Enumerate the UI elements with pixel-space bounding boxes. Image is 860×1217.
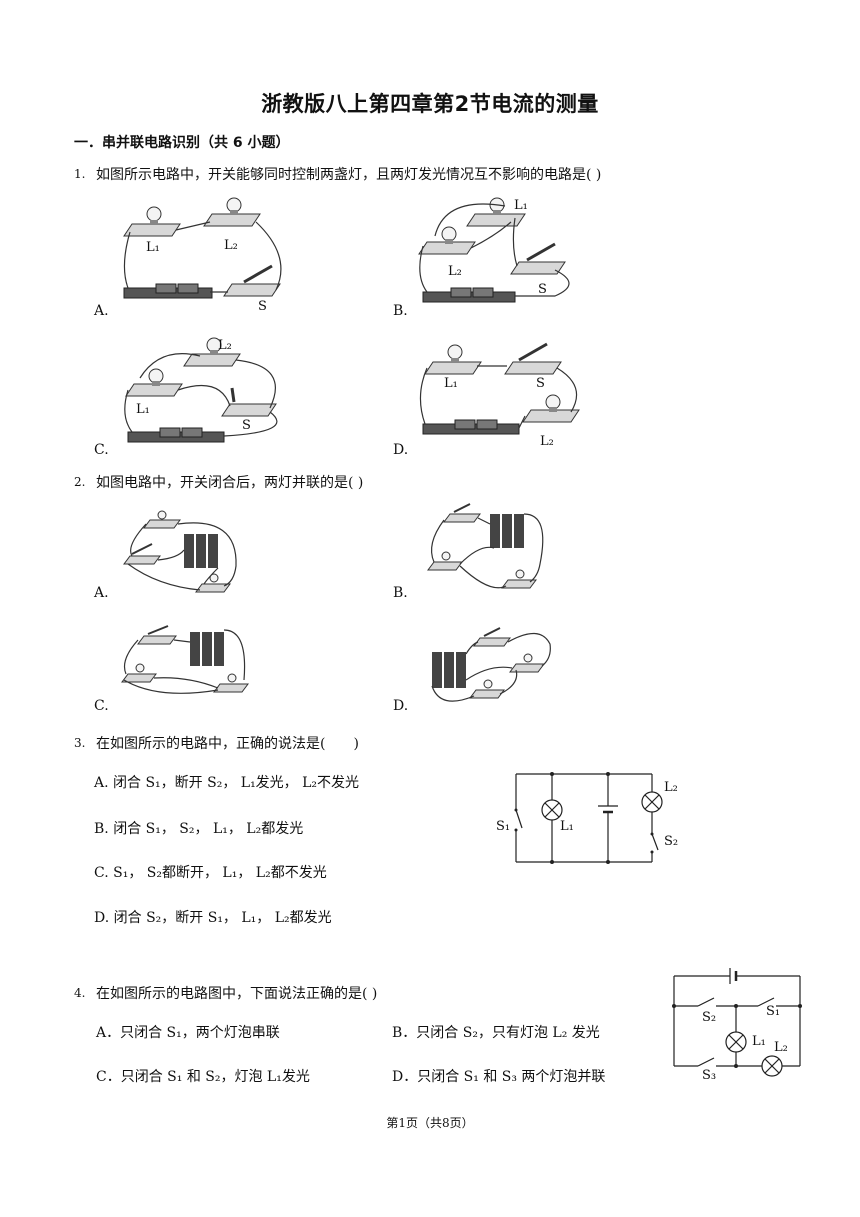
q1-figure-a xyxy=(123,197,282,299)
label-s3: S₃ xyxy=(702,1068,717,1083)
question-text: 如图所示电路中，开关能够同时控制两盏灯，且两灯发光情况互不影响的电路是( ) xyxy=(96,167,602,183)
question-text: 如图电路中，开关闭合后，两灯并联的是( ) xyxy=(96,475,364,491)
question-number: 3. xyxy=(74,736,86,750)
label-s: S xyxy=(242,418,251,433)
q4-circuit-diagram xyxy=(672,968,802,1077)
q2-figure-d xyxy=(431,627,551,702)
label-s2: S₂ xyxy=(702,1010,717,1025)
label-l1: L₁ xyxy=(560,819,574,834)
option-b[interactable]: B. xyxy=(393,585,408,601)
label-l1: L₁ xyxy=(752,1034,766,1049)
label-s2: S₂ xyxy=(664,834,679,849)
question-number: 2. xyxy=(74,475,86,489)
question-text: 在如图所示的电路中，正确的说法是( ) xyxy=(96,736,359,752)
option-c[interactable]: C. xyxy=(94,698,109,714)
label-s1: S₁ xyxy=(496,819,511,834)
q2-figure-c xyxy=(121,625,249,694)
label-l2: L₂ xyxy=(774,1040,788,1055)
label-l2: L₂ xyxy=(664,780,678,795)
label-l2: L₂ xyxy=(218,338,232,353)
label-l2: L₂ xyxy=(224,238,238,253)
option-a[interactable]: A．只闭合 S₁，两个灯泡串联 xyxy=(96,1025,280,1041)
label-s: S xyxy=(536,376,545,391)
option-b[interactable]: B. 闭合 S₁， S₂， L₁， L₂都发光 xyxy=(94,821,304,837)
q3-circuit-diagram xyxy=(514,772,663,864)
q1-figure-d xyxy=(419,342,580,435)
label-l1: L₁ xyxy=(444,376,458,391)
option-c[interactable]: C. S₁， S₂都断开， L₁， L₂都不发光 xyxy=(94,865,327,881)
question-text: 在如图所示的电路图中，下面说法正确的是( ) xyxy=(96,986,378,1002)
label-l2: L₂ xyxy=(540,434,554,449)
label-s1: S₁ xyxy=(766,1004,781,1019)
label-l2: L₂ xyxy=(448,264,462,279)
page-title: 浙教版八上第四章第2节电流的测量 xyxy=(261,92,599,116)
label-l1: L₁ xyxy=(146,240,160,255)
option-a[interactable]: A. xyxy=(94,585,109,601)
option-a[interactable]: A. xyxy=(94,303,109,319)
page-footer: 第1页（共8页） xyxy=(386,1116,474,1130)
option-d[interactable]: D．只闭合 S₁ 和 S₃ 两个灯泡并联 xyxy=(392,1069,606,1085)
section-heading: 一．串并联电路识别（共 6 小题） xyxy=(74,135,290,151)
option-c[interactable]: C．只闭合 S₁ 和 S₂，灯泡 L₁发光 xyxy=(96,1069,310,1085)
option-b[interactable]: B．只闭合 S₂，只有灯泡 L₂ 发光 xyxy=(392,1025,600,1041)
option-d[interactable]: D. xyxy=(393,698,409,714)
option-b[interactable]: B. xyxy=(393,303,408,319)
option-d[interactable]: D. xyxy=(393,442,409,458)
option-c[interactable]: C. xyxy=(94,442,109,458)
q1-figure-c xyxy=(124,337,278,443)
q1-figure-b xyxy=(418,197,570,303)
label-l1: L₁ xyxy=(514,198,528,213)
q2-figure-b xyxy=(427,503,544,589)
question-number: 4. xyxy=(74,986,86,1000)
q2-figure-a xyxy=(123,510,237,593)
option-d[interactable]: D. 闭合 S₂，断开 S₁， L₁， L₂都发光 xyxy=(94,910,332,926)
label-l1: L₁ xyxy=(136,402,150,417)
option-a[interactable]: A. 闭合 S₁，断开 S₂， L₁发光， L₂不发光 xyxy=(94,775,360,791)
label-s: S xyxy=(538,282,547,297)
question-number: 1. xyxy=(74,167,86,181)
label-s: S xyxy=(258,299,267,314)
